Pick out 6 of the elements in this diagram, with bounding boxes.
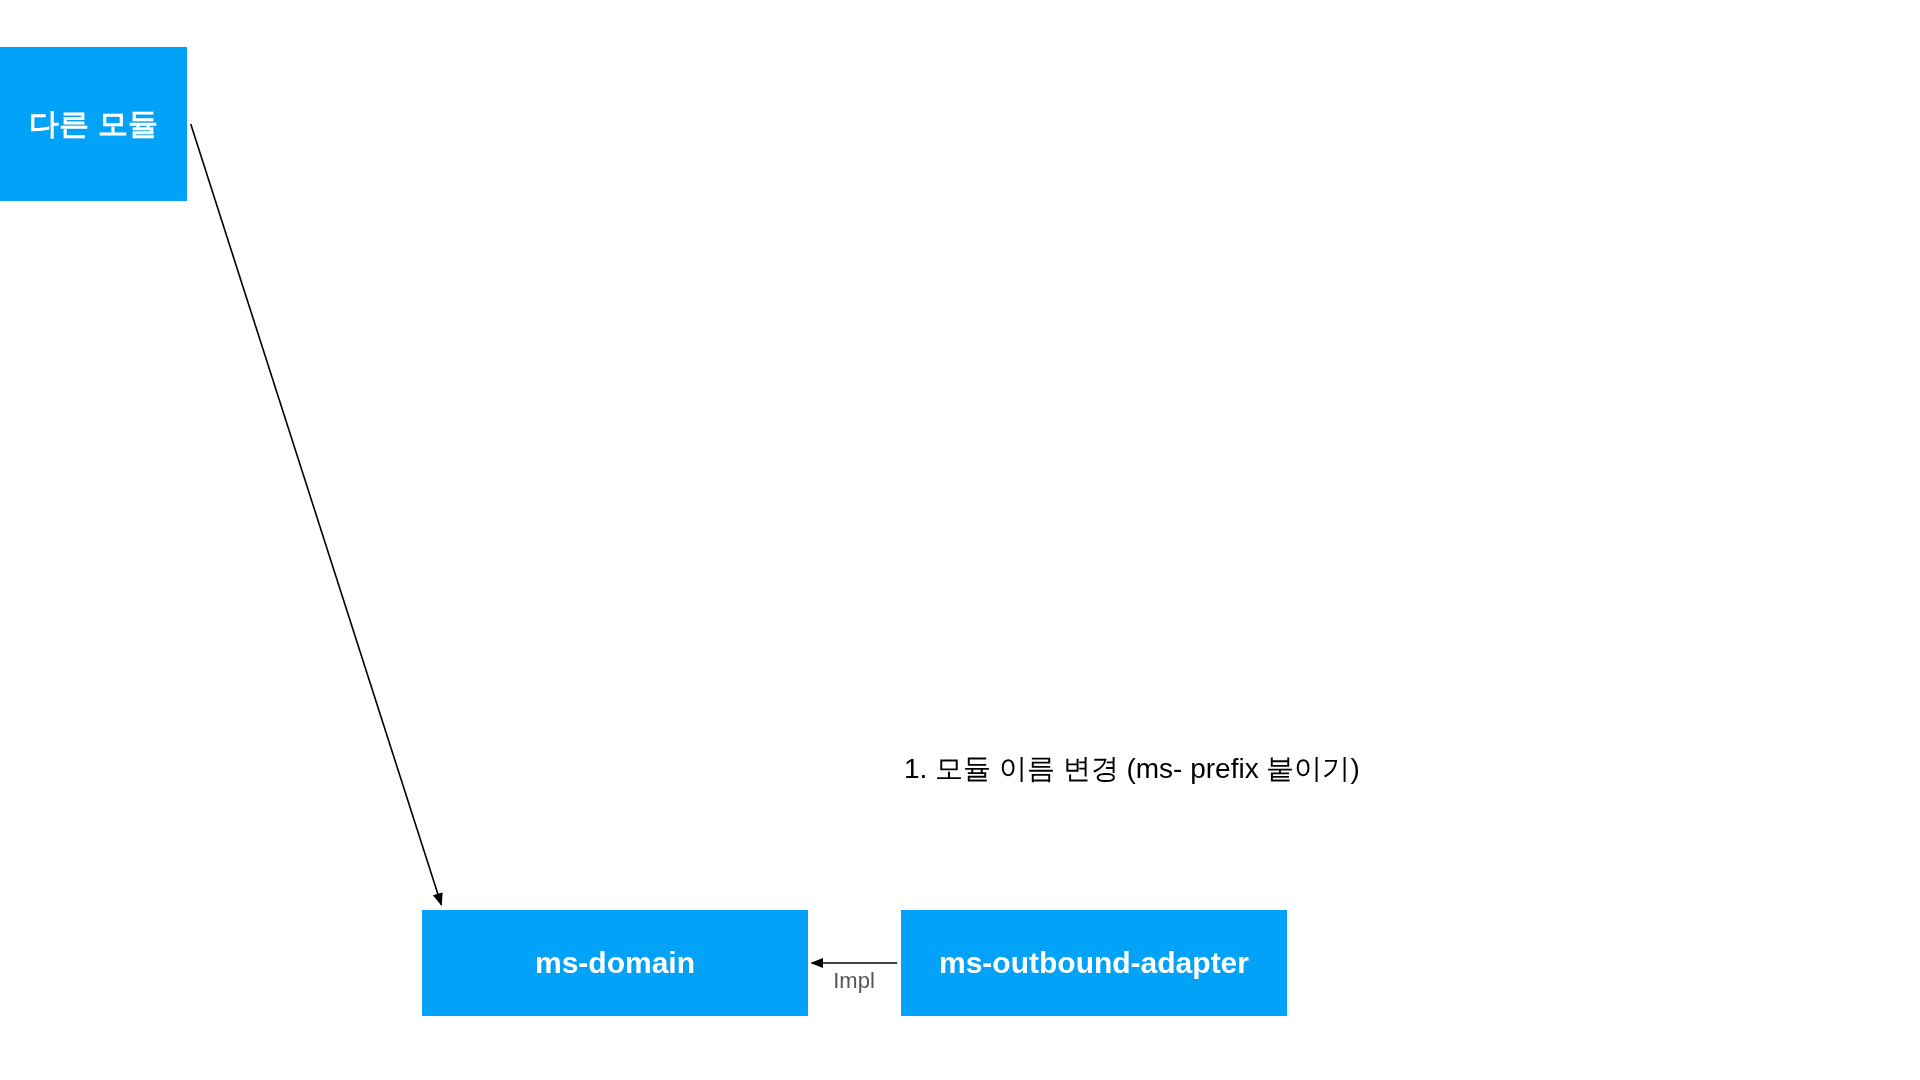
arrow	[810, 957, 898, 969]
arrow	[189, 123, 443, 906]
module-box: ms-domain	[422, 910, 808, 1016]
module-box: ms-outbound-adapter	[901, 910, 1287, 1016]
module-box: 다른 모듈	[0, 47, 187, 201]
note-text: 1. 모듈 이름 변경 (ms- prefix 붙이기)	[904, 752, 1360, 786]
